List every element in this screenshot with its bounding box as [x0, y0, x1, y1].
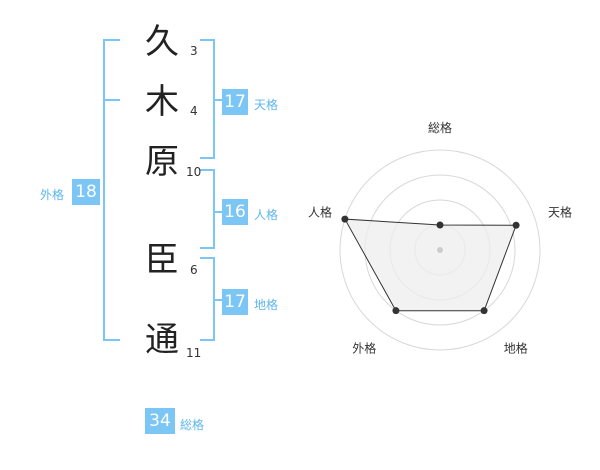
- given-stroke-2: 11: [186, 346, 202, 360]
- jinkaku-value: 16: [222, 199, 248, 225]
- radar-ring: [339, 149, 541, 351]
- radar-label-4: 外格: [352, 341, 376, 356]
- jinkaku-bracket: [200, 169, 215, 249]
- radar-point-1: [436, 221, 444, 229]
- soukaku-label: 総格: [180, 418, 205, 432]
- given-stroke-1: 6: [190, 263, 198, 277]
- radar-center: [437, 247, 443, 253]
- radar-point-4: [392, 307, 400, 315]
- radar-label-5: 人格: [308, 204, 332, 219]
- radar-point-2: [512, 221, 520, 229]
- given-char-2: 通: [145, 320, 179, 360]
- jinkaku-label: 人格: [254, 208, 279, 222]
- tenkaku-value: 17: [222, 89, 248, 115]
- surname-stroke-3: 10: [186, 165, 202, 179]
- surname-char-1: 久: [145, 22, 179, 62]
- gaikaku-label: 外格: [40, 188, 65, 202]
- given-char-1: 臣: [145, 240, 179, 280]
- surname-char-2: 木: [145, 82, 179, 122]
- surname-char-3: 原: [145, 142, 179, 182]
- chikaku-label: 地格: [254, 298, 279, 312]
- radar-point-5: [341, 215, 349, 223]
- radar-label-3: 地格: [504, 341, 528, 356]
- radar-label-2: 天格: [548, 204, 572, 219]
- radar-area: [344, 218, 517, 312]
- radar-label-1: 総格: [428, 120, 452, 135]
- tenkaku-label: 天格: [254, 98, 279, 112]
- surname-stroke-2: 4: [190, 104, 198, 118]
- surname-stroke-1: 3: [190, 44, 198, 58]
- radar-point-3: [480, 307, 488, 315]
- soukaku-value: 34: [145, 408, 175, 434]
- gaikaku-bracket: [103, 39, 120, 341]
- chikaku-value: 17: [222, 289, 248, 315]
- gaikaku-value: 18: [72, 179, 100, 205]
